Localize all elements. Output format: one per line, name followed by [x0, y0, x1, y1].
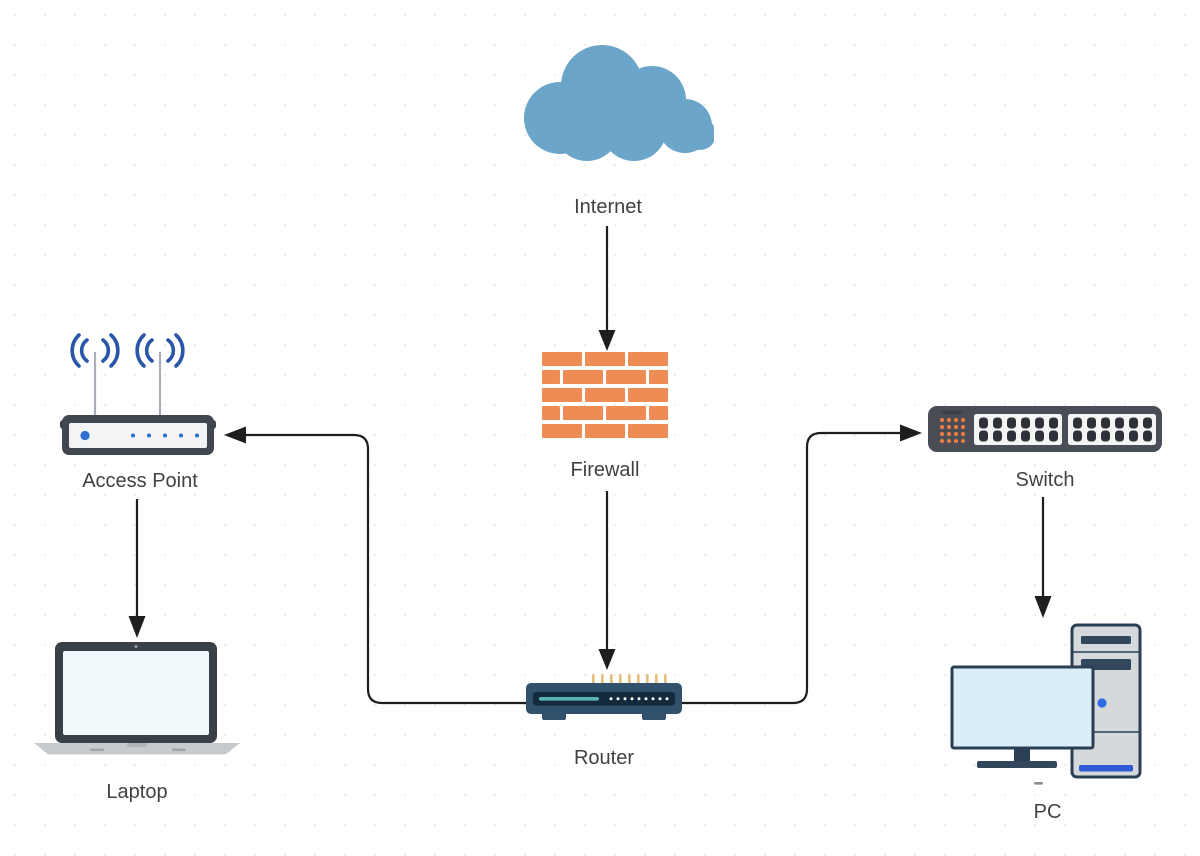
edge-router-to-access-point	[246, 433, 529, 705]
laptop-icon	[34, 642, 240, 755]
brick-wall-icon	[542, 352, 668, 438]
node-laptop: Laptop	[32, 630, 242, 803]
node-label-laptop: Laptop	[106, 781, 168, 803]
node-label-switch: Switch	[1015, 469, 1075, 491]
node-label-pc: PC	[1033, 801, 1062, 823]
node-switch: Switch	[928, 406, 1162, 491]
arrowhead-firewall-to-router	[598, 649, 616, 670]
arrowhead-router-to-switch	[900, 424, 922, 442]
edge-router-to-switch	[681, 431, 901, 705]
desktop-pc-icon	[950, 623, 1142, 785]
arrowhead-switch-to-pc	[1034, 596, 1052, 618]
node-internet: Internet	[502, 38, 716, 218]
node-label-access-point: Access Point	[82, 470, 198, 492]
node-label-router: Router	[573, 747, 635, 769]
wireless-access-point-icon	[60, 333, 216, 455]
network-switch-icon	[928, 406, 1162, 452]
arrowhead-access-point-to-laptop	[128, 616, 146, 638]
node-label-firewall: Firewall	[570, 459, 640, 481]
node-pc: PC	[950, 595, 1145, 823]
node-firewall: Firewall	[542, 352, 668, 481]
arrowhead-internet-to-firewall	[598, 330, 616, 351]
cloud-icon	[524, 45, 716, 161]
router-icon	[526, 674, 682, 720]
arrowhead-router-to-access-point	[224, 426, 246, 444]
node-router: Router	[526, 672, 682, 769]
node-label-internet: Internet	[574, 196, 642, 218]
node-access-point: Access Point	[60, 330, 220, 492]
